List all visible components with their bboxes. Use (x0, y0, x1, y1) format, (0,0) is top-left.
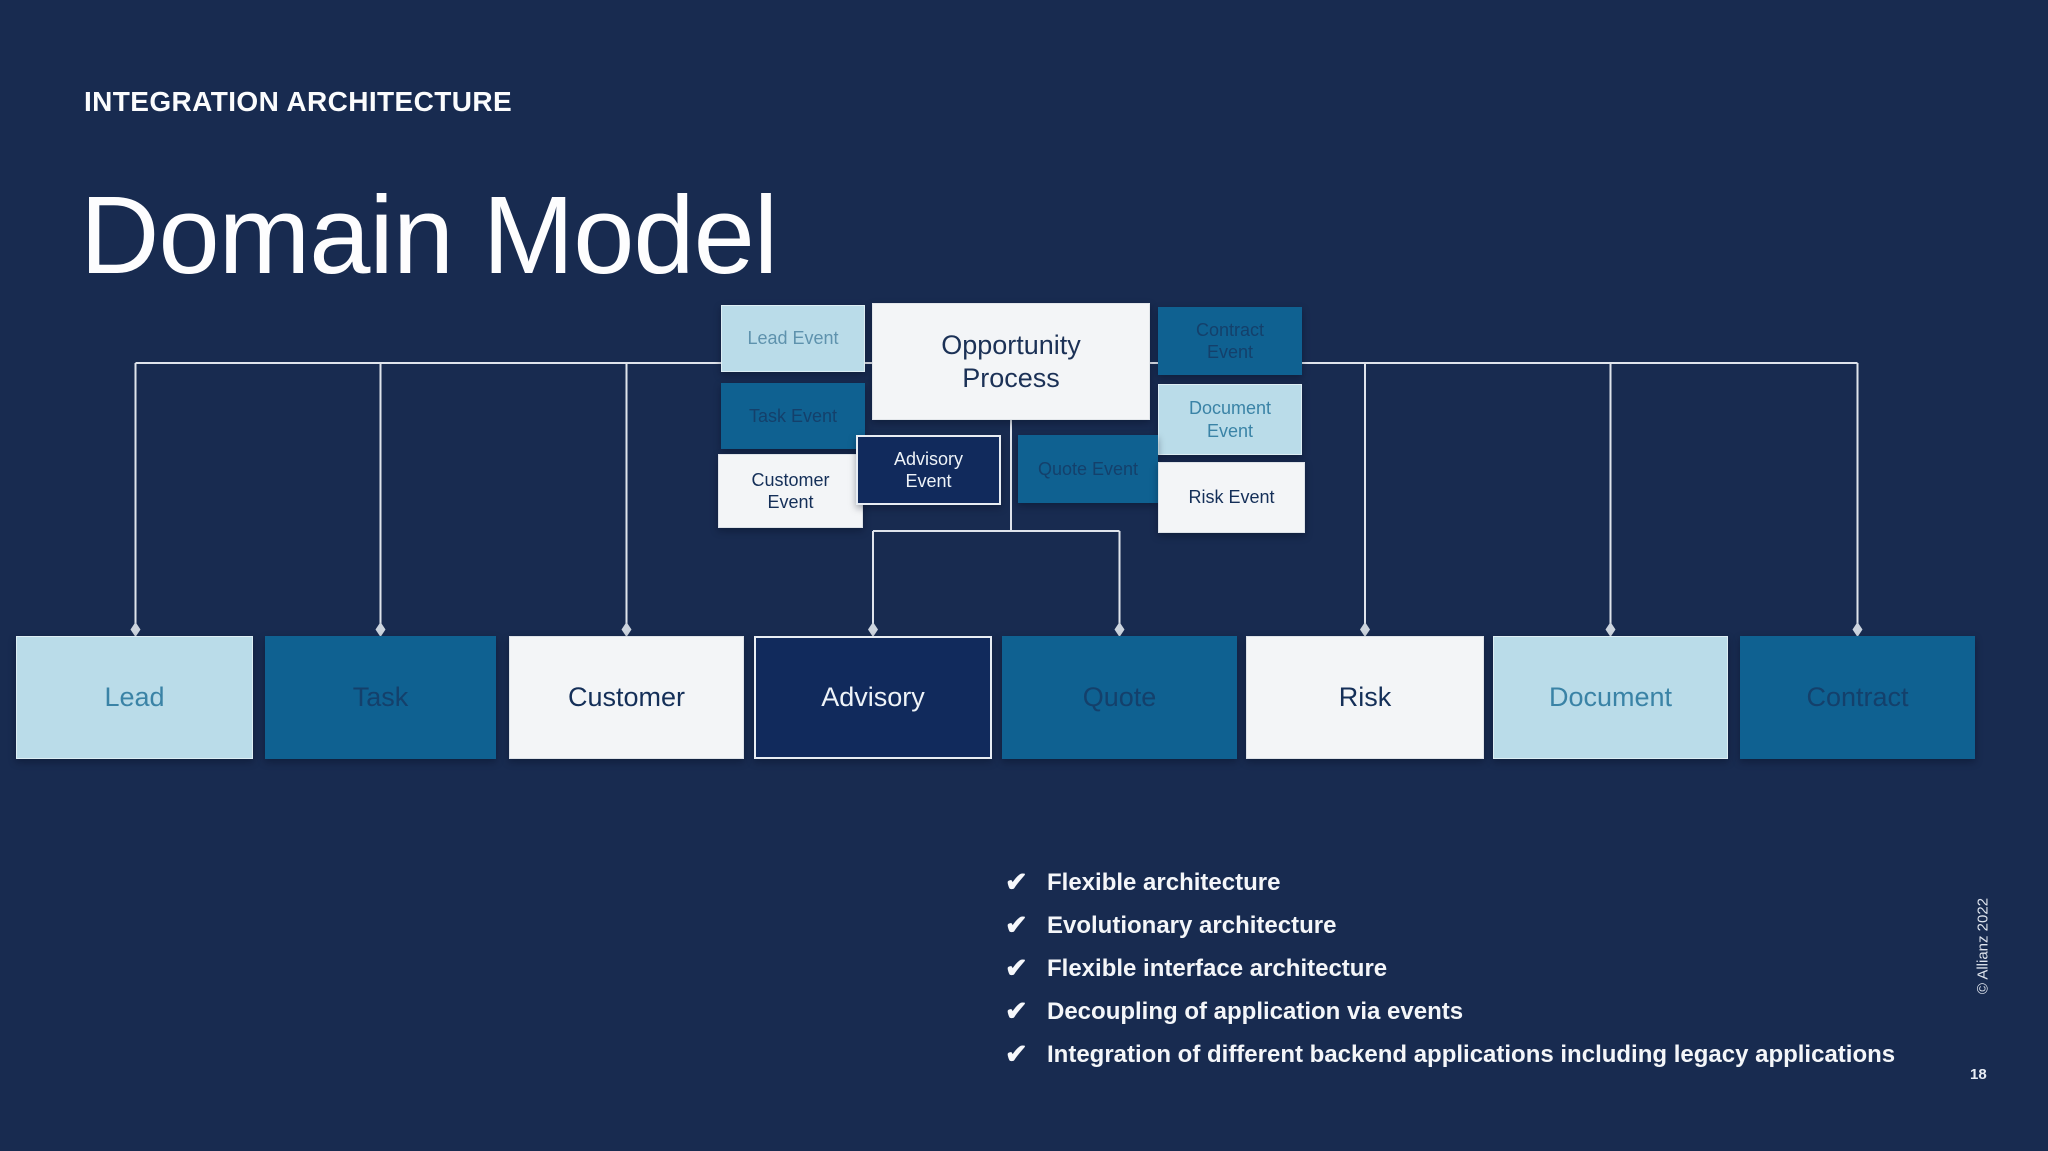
diamond-risk (1360, 622, 1370, 637)
checklist-item-label: Decoupling of application via events (1047, 997, 1464, 1025)
diamond-customer (621, 622, 632, 637)
customer-event-label: Customer Event (751, 469, 830, 513)
task-domain-box: Task (265, 636, 496, 759)
lead-domain-box: Lead (16, 636, 253, 759)
lead-domain-label: Lead (104, 682, 165, 712)
check-icon: ✔ (1005, 910, 1028, 940)
lead-event-label: Lead Event (747, 328, 839, 349)
document-event-label: Document Event (1188, 398, 1272, 441)
lead-event-box: Lead Event (721, 305, 865, 372)
checklist-item: ✔ Integration of different backend appli… (1005, 1033, 1895, 1076)
diamond-contract (1852, 622, 1863, 637)
diamond-document (1605, 622, 1616, 637)
opportunity-process-line1: Opportunity (941, 330, 1081, 361)
checklist-item: ✔ Decoupling of application via events (1005, 990, 1895, 1033)
copyright-note: © Allianz 2022 (1974, 897, 1992, 995)
advisory-event-box: Advisory Event (856, 435, 1001, 505)
task-domain-label: Task (352, 682, 409, 712)
arrow-diamonds (130, 622, 1863, 637)
risk-domain-label: Risk (1338, 682, 1392, 712)
customer-domain-box: Customer (509, 636, 744, 759)
quote-event-label: Quote Event (1037, 458, 1139, 479)
benefits-checklist: ✔ Flexible architecture ✔ Evolutionary a… (1005, 861, 1895, 1076)
diamond-quote (1114, 622, 1125, 637)
contract-event-label: Contract Event (1195, 319, 1265, 363)
checklist-item-label: Integration of different backend applica… (1047, 1040, 1896, 1068)
check-icon: ✔ (1005, 1039, 1028, 1069)
advisory-domain-label: Advisory (821, 682, 925, 712)
task-event-box: Task Event (721, 383, 865, 449)
quote-domain-label: Quote (1082, 682, 1157, 712)
contract-domain-label: Contract (1806, 682, 1909, 712)
document-domain-box: Document (1493, 636, 1728, 759)
opportunity-process-line2: Process (962, 362, 1060, 393)
risk-domain-box: Risk (1246, 636, 1484, 759)
slide-eyebrow: INTEGRATION ARCHITECTURE (84, 86, 513, 117)
contract-event-box: Contract Event (1158, 307, 1302, 375)
page-title: Domain Model (80, 174, 778, 297)
document-domain-label: Document (1548, 682, 1673, 712)
page-number: 18 (1970, 1066, 1987, 1083)
opportunity-process-box: Opportunity Process (872, 303, 1150, 420)
quote-event-box: Quote Event (1018, 435, 1158, 503)
advisory-event-label: Advisory Event (893, 448, 964, 492)
quote-domain-box: Quote (1002, 636, 1237, 759)
checklist-item: ✔ Evolutionary architecture (1005, 904, 1895, 947)
document-event-box: Document Event (1158, 384, 1302, 455)
check-icon: ✔ (1005, 953, 1028, 983)
check-icon: ✔ (1005, 996, 1028, 1026)
checklist-item-label: Flexible interface architecture (1047, 954, 1388, 982)
advisory-domain-box: Advisory (754, 636, 992, 759)
diamond-lead (130, 622, 141, 637)
risk-event-box: Risk Event (1158, 462, 1305, 533)
diamond-task (375, 622, 386, 637)
contract-domain-box: Contract (1740, 636, 1975, 759)
risk-event-label: Risk Event (1188, 487, 1275, 508)
customer-domain-label: Customer (567, 682, 686, 712)
task-event-label: Task Event (748, 405, 838, 426)
customer-event-box: Customer Event (718, 454, 863, 528)
check-icon: ✔ (1005, 867, 1028, 897)
checklist-item: ✔ Flexible architecture (1005, 861, 1895, 904)
diamond-advisory (868, 622, 878, 637)
checklist-item-label: Evolutionary architecture (1047, 911, 1337, 939)
checklist-item-label: Flexible architecture (1047, 868, 1281, 896)
checklist-item: ✔ Flexible interface architecture (1005, 947, 1895, 990)
